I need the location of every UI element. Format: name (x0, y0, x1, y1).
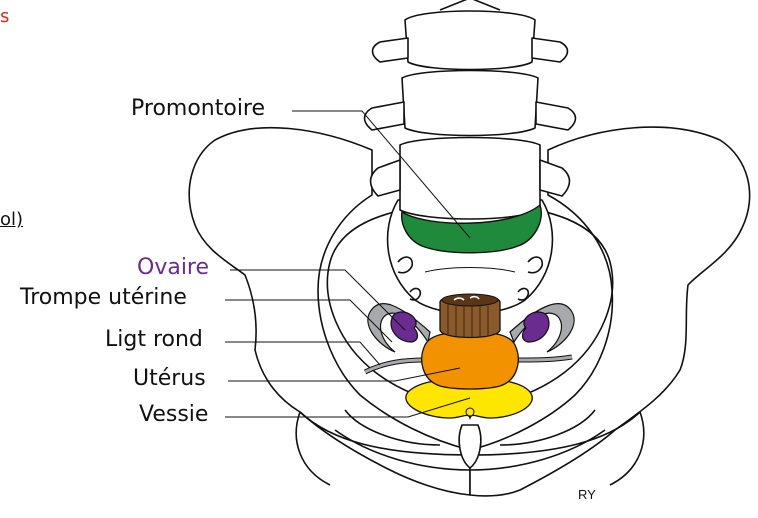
label-trompe: Trompe utérine (20, 287, 187, 309)
vertebra-l4 (402, 71, 538, 136)
signature: RY (578, 488, 596, 501)
label-promontoire: Promontoire (131, 98, 265, 120)
label-vessie: Vessie (139, 404, 208, 426)
clipped-text-mid: ol) (0, 211, 23, 229)
label-ovaire: Ovaire (137, 257, 209, 279)
right-ovary (523, 312, 549, 342)
left-ovary (391, 312, 417, 342)
label-ligt-rond: Ligt rond (105, 329, 203, 351)
urethra-opening (466, 408, 474, 416)
uterus (422, 332, 519, 389)
clipped-text-top: s (0, 8, 9, 26)
label-uterus: Utérus (133, 368, 206, 390)
vertebra-l3 (405, 11, 535, 70)
vertebra-l5 (400, 138, 540, 220)
